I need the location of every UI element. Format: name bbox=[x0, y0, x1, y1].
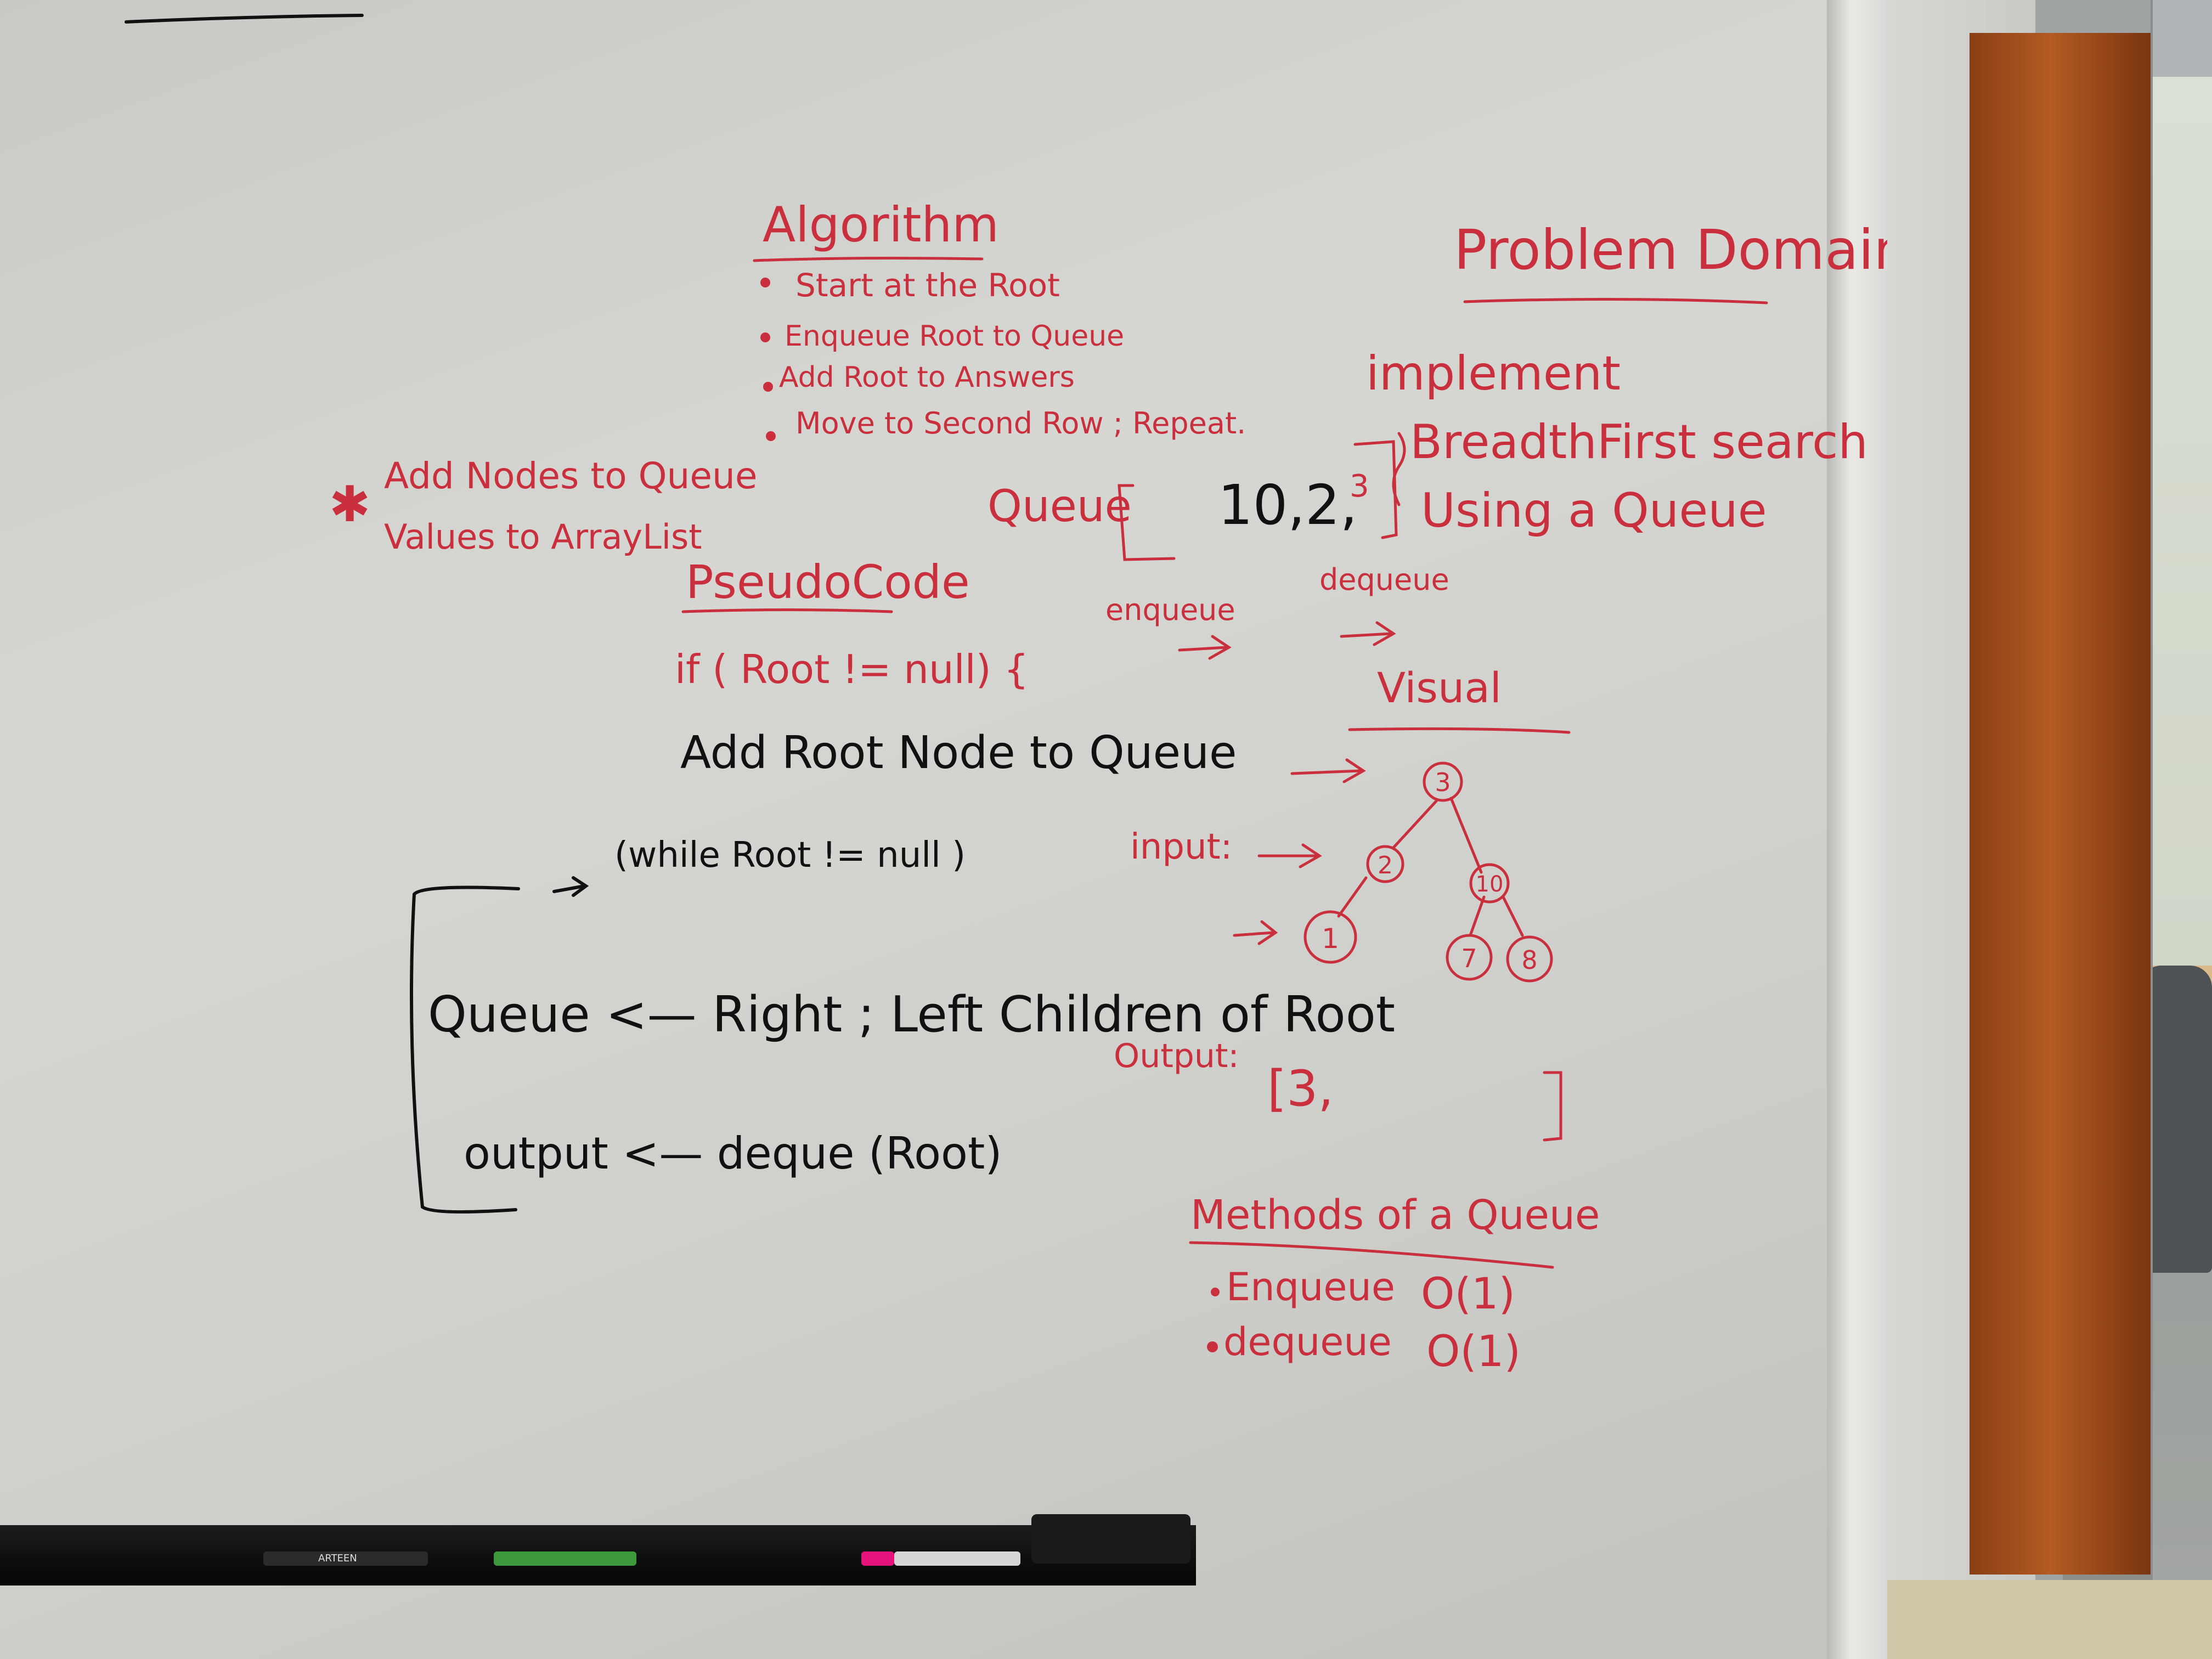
bullet-icon bbox=[760, 278, 770, 287]
method-name: dequeue bbox=[1223, 1319, 1392, 1364]
queue-label: Queue bbox=[988, 481, 1132, 532]
tree-node: 1 bbox=[1304, 910, 1357, 964]
svg-text:2: 2 bbox=[1378, 851, 1393, 879]
visual-section: Visual input: Output: 3 2 10 bbox=[1114, 663, 1571, 1142]
black-marker[interactable]: ARTEEN bbox=[263, 1551, 428, 1566]
pseudocode-heading: PseudoCode bbox=[686, 555, 970, 609]
side-note-line: Add Nodes to Queue bbox=[384, 455, 757, 497]
tree-node: 7 bbox=[1446, 934, 1493, 981]
glass-panel bbox=[2151, 0, 2212, 1659]
problem-domain-heading: Problem Domain bbox=[1454, 218, 1887, 282]
star-icon: ✱ bbox=[329, 476, 370, 533]
tree-node: 3 bbox=[1423, 761, 1463, 802]
side-note: ✱ Add Nodes to Queue Values to ArrayList bbox=[329, 455, 757, 557]
input-label: input: bbox=[1130, 827, 1232, 867]
visual-heading: Visual bbox=[1377, 663, 1502, 712]
dequeue-arrow-icon bbox=[1340, 621, 1396, 646]
marker-brand-text: ARTEEN bbox=[318, 1553, 357, 1564]
pink-marker[interactable] bbox=[861, 1551, 894, 1566]
whiteboard-writing: Algorithm Start at the Root Enqueue Root… bbox=[125, 14, 1887, 1376]
whiteboard-frame bbox=[1827, 0, 1887, 1659]
bullet-icon bbox=[1207, 1341, 1218, 1352]
algorithm-step: Enqueue Root to Queue bbox=[785, 320, 1124, 353]
algorithm-step: Start at the Root bbox=[795, 267, 1060, 304]
problem-domain-line: implement bbox=[1366, 346, 1621, 401]
output-label: Output: bbox=[1114, 1037, 1239, 1075]
enqueue-arrow-icon bbox=[1178, 635, 1232, 660]
dequeue-label: dequeue bbox=[1319, 562, 1449, 597]
door-frame bbox=[1970, 33, 2151, 1575]
bullet-icon bbox=[1211, 1288, 1220, 1296]
problem-domain-line: BreadthFirst search bbox=[1410, 415, 1868, 470]
svg-text:1: 1 bbox=[1322, 923, 1339, 955]
pseudocode-queue: Queue <— Right ; Left Children of Root bbox=[428, 986, 1395, 1043]
enqueue-label: enqueue bbox=[1105, 592, 1235, 627]
floor bbox=[1887, 1580, 2212, 1659]
output-value: [3, bbox=[1267, 1060, 1334, 1118]
output-bracket bbox=[1543, 1071, 1562, 1142]
pseudocode-if: if ( Root != null) { bbox=[675, 646, 1029, 692]
level-arrow-icon bbox=[1233, 920, 1278, 945]
svg-text:3: 3 bbox=[1435, 768, 1451, 797]
tree-node: 2 bbox=[1366, 845, 1404, 883]
pseudocode-section: PseudoCode if ( Root != null) { Add Root… bbox=[410, 555, 1395, 1214]
pseudocode-add: Add Root Node to Queue bbox=[680, 727, 1237, 779]
level-arrow-icon bbox=[1290, 758, 1366, 783]
loop-arrow-icon bbox=[552, 876, 589, 897]
svg-text:7: 7 bbox=[1461, 944, 1477, 973]
algorithm-heading: Algorithm bbox=[763, 196, 999, 253]
tree-node: 8 bbox=[1506, 935, 1553, 983]
methods-section: Methods of a Queue Enqueue O(1) dequeue … bbox=[1189, 1192, 1600, 1376]
eraser[interactable] bbox=[1031, 1514, 1190, 1564]
queue-values: 10,2, bbox=[1218, 473, 1357, 537]
methods-heading: Methods of a Queue bbox=[1190, 1192, 1600, 1239]
tree-node: 10 bbox=[1469, 863, 1510, 904]
side-note-line: Values to ArrayList bbox=[384, 517, 702, 557]
whiteboard bbox=[0, 0, 1887, 1659]
level-arrow-icon bbox=[1257, 843, 1322, 868]
pseudocode-while: (while Root != null ) bbox=[614, 835, 966, 876]
pseudocode-output: output <— deque (Root) bbox=[464, 1128, 1002, 1179]
method-complexity: O(1) bbox=[1426, 1327, 1521, 1376]
algorithm-step: Move to Second Row ; Repeat. bbox=[795, 406, 1246, 441]
green-marker[interactable] bbox=[494, 1551, 636, 1566]
loop-bracket bbox=[410, 885, 520, 1214]
svg-text:8: 8 bbox=[1521, 945, 1537, 975]
white-marker[interactable] bbox=[894, 1551, 1020, 1566]
bullet-icon bbox=[766, 431, 776, 441]
method-complexity: O(1) bbox=[1421, 1269, 1515, 1319]
algorithm-section: Algorithm Start at the Root Enqueue Root… bbox=[753, 196, 1246, 441]
method-name: Enqueue bbox=[1226, 1265, 1395, 1310]
queue-diagram: Queue 10,2, 3 enqueue dequeue bbox=[988, 440, 1449, 660]
problem-domain-line: Using a Queue bbox=[1421, 483, 1767, 538]
algorithm-step: Add Root to Answers bbox=[779, 361, 1075, 394]
bullet-icon bbox=[760, 332, 770, 342]
queue-last-value: 3 bbox=[1350, 469, 1369, 504]
bullet-icon bbox=[763, 382, 773, 392]
svg-text:10: 10 bbox=[1476, 872, 1504, 897]
problem-domain-section: Problem Domain implement BreadthFirst se… bbox=[1366, 218, 1887, 538]
